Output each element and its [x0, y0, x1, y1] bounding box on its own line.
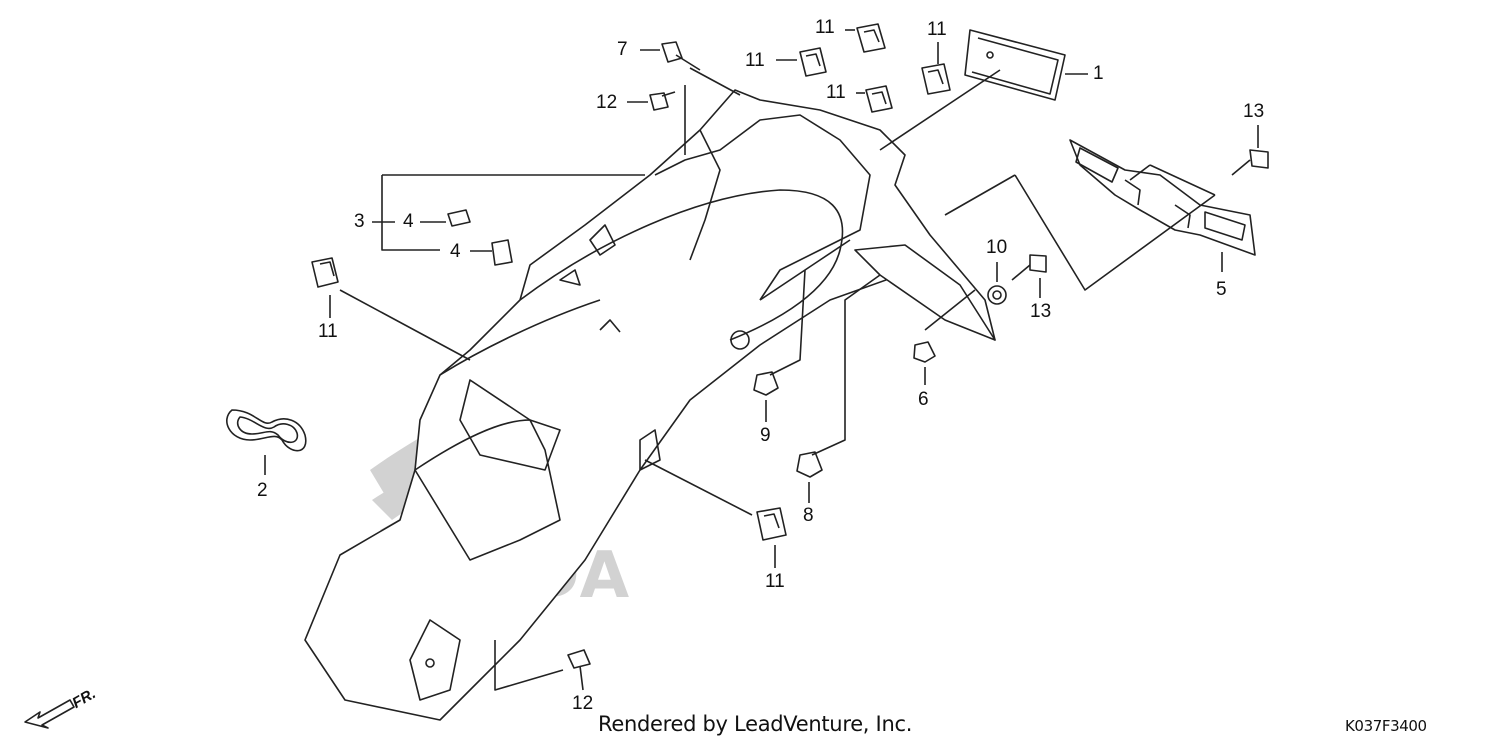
callout-12: 12: [596, 92, 618, 113]
bolt-parts: [494, 41, 1269, 691]
license-bracket-part: [944, 139, 1256, 291]
speed-nut-parts: [311, 23, 951, 568]
callout-8: 8: [803, 505, 814, 526]
nut-parts: [753, 262, 1007, 503]
callout-11: 11: [826, 82, 846, 103]
callout-13: 13: [1243, 101, 1265, 122]
callout-10: 10: [986, 237, 1008, 258]
callout-11: 11: [318, 321, 338, 342]
callout-12: 12: [572, 693, 594, 714]
callout-3: 3: [354, 211, 365, 232]
reflector-part: [879, 29, 1088, 151]
render-credit: Rendered by LeadVenture, Inc.: [598, 712, 913, 736]
callout-1: 1: [1093, 63, 1104, 84]
callout-2: 2: [257, 480, 268, 501]
callout-4: 4: [403, 211, 414, 232]
callout-11: 11: [745, 50, 765, 71]
front-direction-arrow: [24, 699, 75, 729]
callout-6: 6: [918, 389, 929, 410]
callout-4: 4: [450, 241, 461, 262]
rear-fender: [304, 89, 996, 721]
callout-11: 11: [815, 17, 835, 38]
clip-parts: [372, 174, 645, 266]
callout-5: 5: [1216, 279, 1227, 300]
gasket-part: [226, 409, 307, 475]
callout-13: 13: [1030, 301, 1052, 322]
diagram-code: K037F3400: [1345, 717, 1427, 735]
callout-11: 11: [765, 571, 785, 592]
callout-7: 7: [617, 39, 628, 60]
callout-11: 11: [927, 19, 947, 40]
callout-9: 9: [760, 425, 771, 446]
